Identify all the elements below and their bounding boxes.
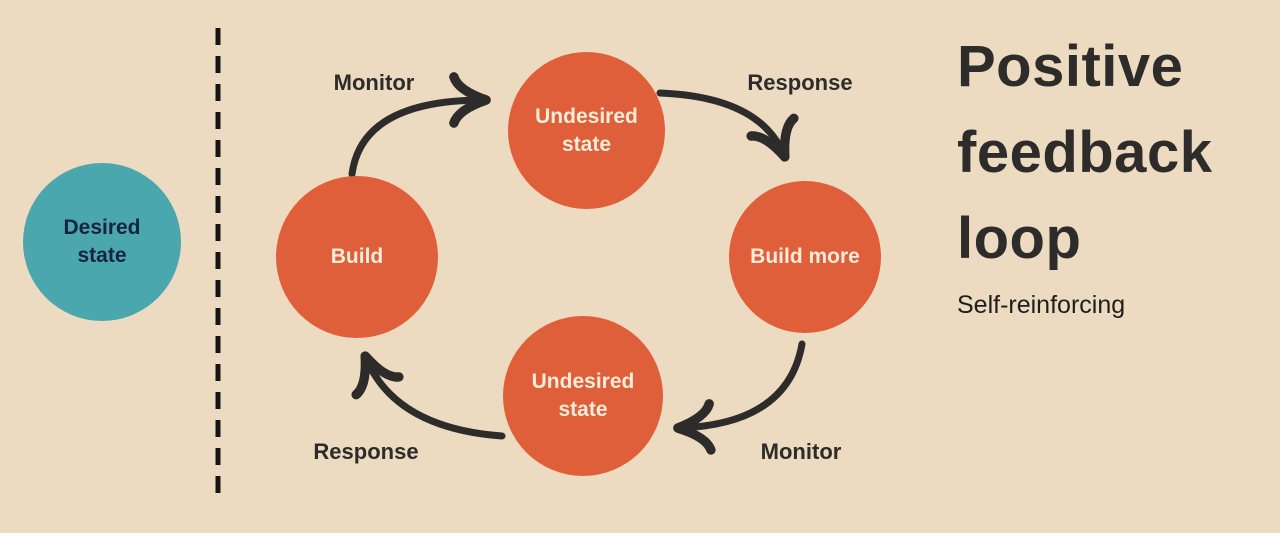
loop-node-label: Undesired state [535,104,638,156]
title-block: Positive feedback loop Self-reinforcing [957,24,1267,320]
edge-label-monitor-top: Monitor [333,70,415,95]
edge-label-monitor-bottom: Monitor [760,439,842,464]
arrow-monitor-top-left [348,72,491,178]
loop-node-undesired-state-top: Undesired state [508,52,665,209]
edge-label-response-bottom: Response [313,439,419,464]
edge-label-response-top: Response [747,70,853,95]
loop-node-build: Build [276,176,438,338]
loop-node-label: Build more [750,245,860,268]
loop-node-label: Undesired state [531,370,635,421]
page-title-line-3: loop [957,206,1082,271]
desired-state-circle: Desired state [23,163,181,321]
arrow-response-top-right [656,89,799,162]
arrow-monitor-bottom-right [673,340,806,455]
desired-state-label: Desired state [63,216,141,267]
loop-node-undesired-state-bottom: Undesired state [503,316,663,476]
page-title-line-1: Positive [957,34,1184,99]
loop-node-label: Build [330,245,384,268]
page-subtitle: Self-reinforcing [957,291,1126,319]
page-title-line-2: feedback [957,120,1213,185]
arrow-response-bottom-left [351,351,506,440]
loop-node-build-more: Build more [729,181,881,333]
